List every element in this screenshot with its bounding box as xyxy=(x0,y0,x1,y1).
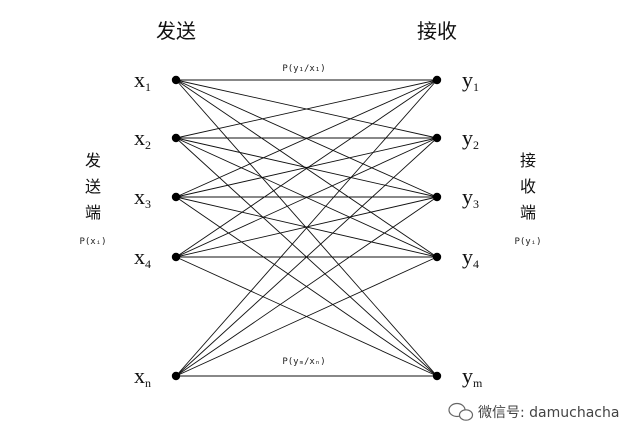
receive-title: 接收 xyxy=(417,19,457,43)
receiver-node-y1 xyxy=(432,75,442,85)
receiver-label-2: y2 xyxy=(462,125,479,152)
receiver-label-base: y xyxy=(462,363,473,388)
sender-side-label: 发 送 端 P(xᵢ) xyxy=(79,151,106,247)
receiver-label-m: ym xyxy=(462,363,483,390)
receiver-label-subscript: 1 xyxy=(473,80,479,94)
receiver-side-char-2: 收 xyxy=(520,177,536,196)
link-x2-y1 xyxy=(175,79,438,139)
link-x3-y2 xyxy=(175,137,438,198)
sender-node-x3 xyxy=(171,192,181,202)
sender-label-4: x4 xyxy=(134,244,151,271)
receiver-label-subscript: 2 xyxy=(473,138,479,152)
sender-label-n: xn xyxy=(134,363,151,390)
receiver-label-subscript: m xyxy=(473,376,483,390)
receiver-probability: P(yᵢ) xyxy=(514,237,541,247)
sender-label-subscript: 2 xyxy=(145,138,151,152)
sender-node-xn xyxy=(171,371,181,381)
sender-label-1: x1 xyxy=(134,67,151,94)
bottom-transition-label: P(yₘ/xₙ) xyxy=(282,357,325,367)
wechat-icon xyxy=(448,402,474,421)
watermark: 微信号: damuchacha xyxy=(448,402,619,421)
top-transition-label: P(y₁/x₁) xyxy=(282,64,325,74)
watermark-text: 微信号: damuchacha xyxy=(478,405,619,421)
sender-node-x4 xyxy=(171,252,181,262)
link-xn-y2 xyxy=(175,137,438,377)
sender-label-subscript: 3 xyxy=(145,197,151,211)
sender-label-3: x3 xyxy=(134,184,151,211)
sender-label-base: x xyxy=(134,125,145,150)
link-x3-y1 xyxy=(175,79,438,198)
sender-node-x1 xyxy=(171,75,181,85)
receiver-label-base: y xyxy=(462,125,473,150)
receiver-label-4: y4 xyxy=(462,244,479,271)
receiver-side-char-3: 端 xyxy=(520,203,536,222)
sender-label-base: x xyxy=(134,363,145,388)
receiver-label-3: y3 xyxy=(462,184,479,211)
link-xn-y1 xyxy=(175,79,438,377)
receiver-label-base: y xyxy=(462,184,473,209)
receiver-node-y3 xyxy=(432,192,442,202)
nodes xyxy=(171,75,442,381)
sender-label-base: x xyxy=(134,184,145,209)
receiver-node-y2 xyxy=(432,133,442,143)
sender-label-base: x xyxy=(134,244,145,269)
sender-side-char-1: 发 xyxy=(85,151,101,170)
receiver-node-y4 xyxy=(432,252,442,262)
send-title: 发送 xyxy=(156,19,196,43)
link-x4-y3 xyxy=(175,196,438,258)
receiver-label-subscript: 3 xyxy=(473,197,479,211)
sender-label-subscript: 1 xyxy=(145,80,151,94)
link-x4-y1 xyxy=(175,79,438,258)
link-xn-y4 xyxy=(175,256,438,377)
sender-label-2: x2 xyxy=(134,125,151,152)
receiver-node-ym xyxy=(432,371,442,381)
receiver-label-1: y1 xyxy=(462,67,479,94)
sender-node-x2 xyxy=(171,133,181,143)
sender-probability: P(xᵢ) xyxy=(79,237,106,247)
receiver-side-label: 接 收 端 P(yᵢ) xyxy=(514,151,541,247)
receiver-side-char-1: 接 xyxy=(520,151,536,170)
receiver-label-base: y xyxy=(462,67,473,92)
sender-label-subscript: 4 xyxy=(145,257,151,271)
sender-side-char-3: 端 xyxy=(85,203,101,222)
receiver-label-subscript: 4 xyxy=(473,257,479,271)
receiver-label-base: y xyxy=(462,244,473,269)
link-xn-y3 xyxy=(175,196,438,377)
sender-side-char-2: 送 xyxy=(85,177,101,196)
link-x4-y2 xyxy=(175,137,438,258)
sender-label-subscript: n xyxy=(145,376,151,390)
transition-links xyxy=(175,79,438,377)
sender-label-base: x xyxy=(134,67,145,92)
